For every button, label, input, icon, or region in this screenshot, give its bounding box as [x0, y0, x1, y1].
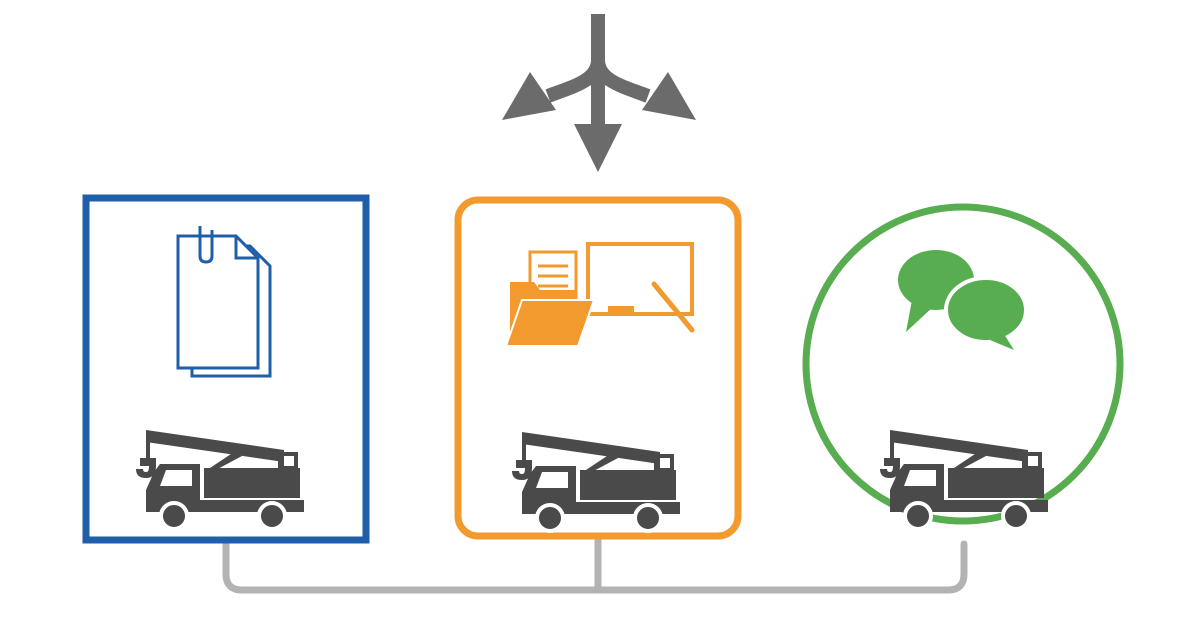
speech-bubbles-icon — [898, 250, 1028, 350]
node-presentation — [454, 196, 742, 540]
connector-bracket — [222, 534, 968, 594]
folder-whiteboard-icon — [504, 242, 695, 347]
three-way-split-arrow-icon — [502, 14, 696, 172]
paperclip-documents-icon — [176, 226, 272, 378]
node-chat-frame — [802, 203, 1124, 525]
node-chat — [802, 203, 1124, 531]
node-documents — [82, 194, 370, 544]
